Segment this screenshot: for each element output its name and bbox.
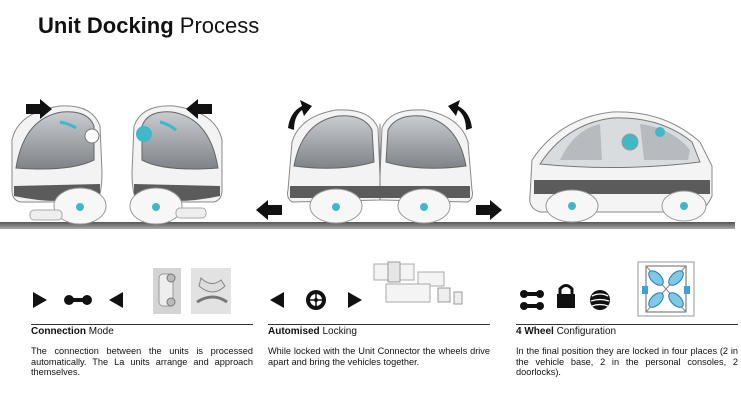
right-half-unit: [129, 105, 223, 225]
lock-icon: [557, 284, 575, 308]
arrow-right-icon: [26, 99, 52, 119]
panel-description: In the final position they are locked in…: [516, 346, 738, 378]
locking-icons: [270, 261, 463, 310]
arrow-left-icon-2: [256, 200, 282, 220]
curved-arrow-left-icon: [288, 100, 312, 130]
connector-icon: [64, 295, 92, 305]
heading-bold: Automised: [268, 326, 320, 337]
ground-strip: [0, 222, 735, 229]
play-left-icon: [109, 292, 123, 308]
panel-heading: Connection Mode: [31, 326, 114, 337]
panel-description: The connection between the units is proc…: [31, 346, 253, 378]
panel-divider: [516, 324, 738, 325]
wheel-hub: [76, 203, 84, 211]
panel-connection-mode: Connection Mode The connection between t…: [31, 258, 256, 408]
play-right-icon: [33, 292, 47, 308]
double-connector-icon: [520, 290, 544, 310]
locking-mechanism-render: [373, 261, 463, 305]
stage-3-vehicle: [529, 111, 713, 223]
stage-2-units: [256, 100, 502, 224]
heading-rest: Configuration: [556, 326, 617, 337]
wheel-pattern-icon: [590, 290, 610, 310]
panel-divider: [268, 324, 490, 325]
page-title: Unit Docking Process: [38, 12, 259, 40]
arrow-left-icon: [186, 99, 212, 119]
panel-heading: 4 Wheel Configuration: [516, 326, 616, 337]
play-right-icon: [348, 292, 362, 308]
wheel-icon: [306, 290, 326, 310]
panel-heading: Automised Locking: [268, 326, 357, 337]
arrow-right-icon-2: [476, 200, 502, 220]
title-rest: Process: [179, 13, 260, 38]
heading-rest: Mode: [88, 326, 114, 337]
title-bold: Unit Docking: [38, 13, 174, 38]
connector-part-photo: [153, 268, 181, 314]
docking-illustration: [0, 99, 735, 229]
connector-part-photo-2: [191, 268, 231, 314]
panel-description: While locked with the Unit Connector the…: [268, 346, 490, 367]
heading-bold: 4 Wheel: [516, 326, 554, 337]
configuration-icons: [520, 261, 695, 317]
left-half-unit: [11, 105, 107, 225]
wheel-layout-diagram: [637, 261, 695, 317]
panel-4-wheel-configuration: 4 Wheel Configuration In the final posit…: [516, 258, 741, 408]
heading-bold: Connection: [31, 326, 86, 337]
curved-arrow-right-icon: [448, 100, 472, 130]
connection-icons: [33, 268, 231, 314]
panel-automised-locking: Automised Locking While locked with the …: [268, 258, 493, 408]
stage-1-units: [11, 99, 223, 225]
play-left-icon: [270, 292, 284, 308]
heading-rest: Locking: [322, 326, 357, 337]
panel-divider: [31, 324, 253, 325]
